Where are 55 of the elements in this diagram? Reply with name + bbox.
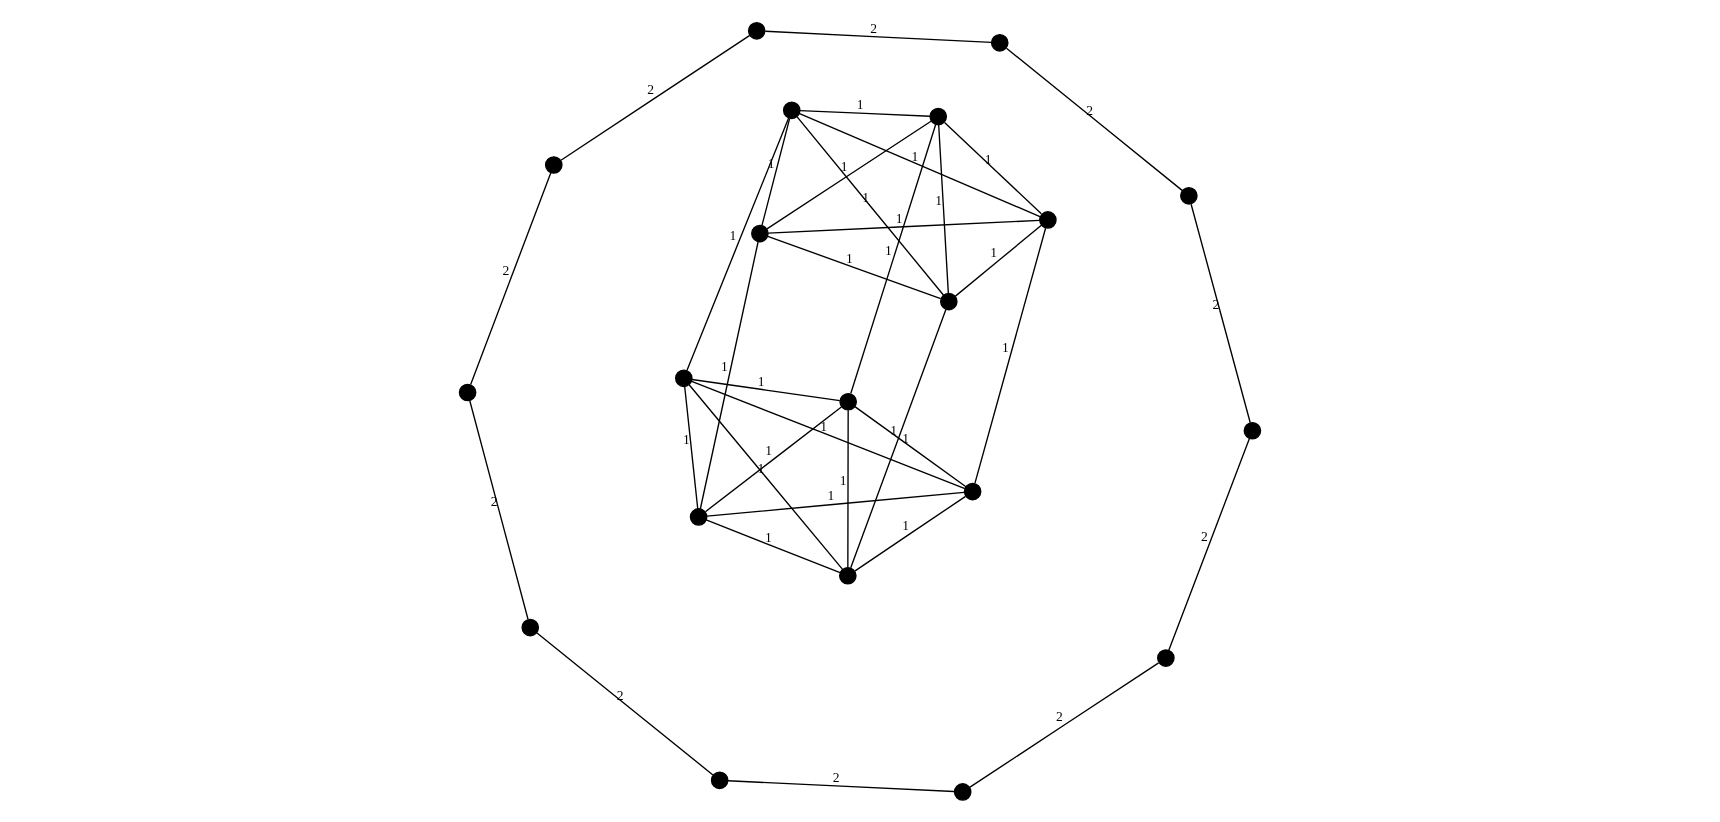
- connector: [691, 378, 841, 402]
- connector: [727, 780, 955, 793]
- node-circle: [963, 482, 982, 501]
- connector: [704, 406, 843, 513]
- node-circle: [990, 34, 1009, 52]
- node-circle: [751, 224, 769, 243]
- connector: [799, 110, 931, 117]
- node-circle: [747, 22, 766, 40]
- node-circle: [1039, 211, 1057, 229]
- connector: [470, 172, 552, 386]
- node-circle: [675, 369, 693, 388]
- connector: [854, 405, 967, 488]
- connector: [796, 116, 945, 296]
- connector: [761, 117, 791, 227]
- node-circle: [458, 383, 477, 402]
- connector: [954, 224, 1043, 297]
- node-circle: [1157, 649, 1175, 667]
- connector: [943, 121, 1043, 215]
- connector: [968, 662, 1160, 789]
- connector: [767, 235, 942, 300]
- connector: [705, 519, 841, 574]
- node-circle: [953, 783, 972, 801]
- node-circle: [839, 566, 857, 585]
- connector: [767, 219, 1041, 234]
- connector: [699, 241, 759, 510]
- connector: [536, 632, 714, 776]
- connector: [798, 113, 1041, 218]
- connector: [854, 495, 967, 572]
- node-circle: [1243, 421, 1262, 440]
- connector: [684, 386, 699, 510]
- node-circle: [710, 771, 729, 790]
- connector: [691, 380, 966, 490]
- connector: [1190, 203, 1251, 424]
- connector: [688, 384, 844, 570]
- node-circle: [1180, 187, 1198, 205]
- connector: [686, 117, 790, 372]
- connector: [469, 399, 529, 620]
- connector: [766, 120, 932, 230]
- connector: [938, 124, 949, 294]
- connector: [850, 124, 937, 395]
- connector: [1168, 438, 1250, 652]
- node-circle: [839, 392, 857, 411]
- connector: [850, 308, 947, 569]
- connector: [974, 227, 1047, 484]
- node-circle: [544, 156, 563, 174]
- node-circle: [521, 618, 540, 637]
- connector: [847, 409, 849, 569]
- node-circle: [929, 107, 948, 126]
- connector: [764, 30, 993, 44]
- node-circle: [939, 292, 958, 311]
- node-circle: [782, 101, 801, 120]
- connector: [706, 491, 965, 517]
- connector: [560, 34, 751, 161]
- node-circle: [689, 508, 708, 526]
- connector: [1005, 47, 1184, 192]
